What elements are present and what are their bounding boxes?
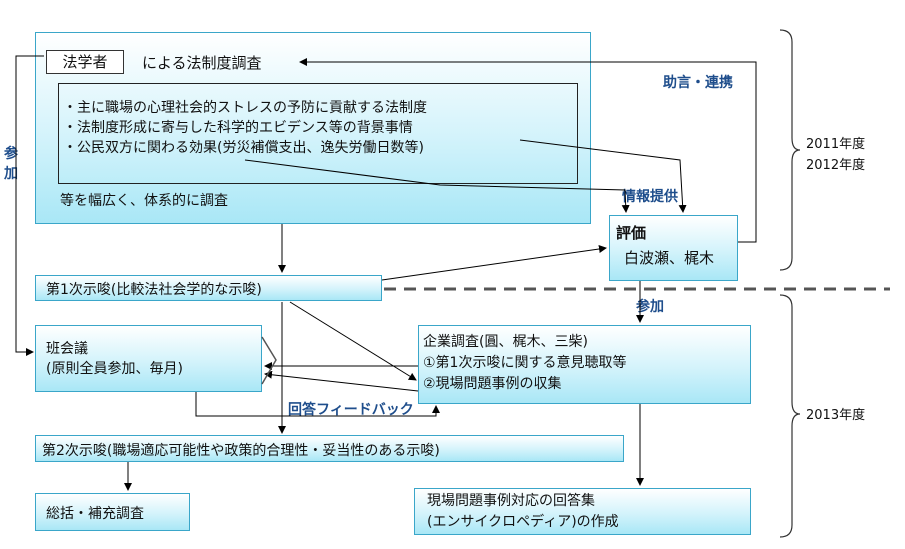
summary-box: 総括・補充調査 xyxy=(35,493,190,531)
feedback-arrow xyxy=(195,392,440,417)
participate-left-label: 参加 xyxy=(4,146,18,182)
group-meeting-line2: (原則全員参加、毎月) xyxy=(46,361,183,377)
evaluation-box: 評価 白波瀬、梶木 xyxy=(609,215,738,281)
company-survey-line2: ①第1次示唆に関する意見聴取等 xyxy=(423,355,627,371)
brace-2011-2012 xyxy=(779,29,801,271)
second-suggestion-text: 第2次示唆(職場適応可能性や政策的合理性・妥当性のある示唆) xyxy=(42,443,440,459)
company-to-meeting-2 xyxy=(264,370,419,392)
company-survey-box: 企業調査(圓、梶木、三柴) ①第1次示唆に関する意見聴取等 ②現場問題事例の収集 xyxy=(418,325,751,404)
summary-text: 総括・補充調査 xyxy=(46,506,144,522)
answer-collection-box: 現場問題事例対応の回答集 (エンサイクロペディア)の作成 xyxy=(414,488,751,535)
company-survey-line3: ②現場問題事例の収集 xyxy=(423,376,562,392)
participate-left-arrow xyxy=(15,55,44,356)
advice-label: 助言・連携 xyxy=(663,75,733,91)
info-arrow-2 xyxy=(244,159,630,213)
law-scholar-tag: 法学者 xyxy=(46,50,124,74)
bullet-1: ・主に職場の心理社会的ストレスの予防に貢献する法制度 xyxy=(63,100,427,116)
meeting-chevron xyxy=(261,336,277,385)
research-box xyxy=(35,32,591,224)
answer-collection-line1: 現場問題事例対応の回答集 xyxy=(427,493,595,509)
group-meeting-line1: 班会議 xyxy=(46,341,88,357)
participate-right-label: 参加 xyxy=(636,299,664,315)
year-2012: 2012年度 xyxy=(806,158,866,173)
year-2011: 2011年度 xyxy=(806,137,866,152)
research-bullets: ・主に職場の心理社会的ストレスの予防に貢献する法制度 ・法制度形成に寄与した科学… xyxy=(58,83,578,184)
first-to-company xyxy=(289,301,417,381)
advice-arrow xyxy=(299,58,757,243)
first-to-evaluation xyxy=(381,245,607,281)
research-footer: 等を幅広く、体系的に調査 xyxy=(60,193,228,209)
research-title: による法制度調査 xyxy=(142,52,262,73)
brace-2013 xyxy=(779,294,801,538)
second-suggestion-box: 第2次示唆(職場適応可能性や政策的合理性・妥当性のある示唆) xyxy=(35,435,624,462)
company-survey-line1: 企業調査(圓、梶木、三柴) xyxy=(423,334,588,350)
year-2013: 2013年度 xyxy=(806,408,866,423)
bullet-3: ・公民双方に関わる効果(労災補償支出、逸失労働日数等) xyxy=(63,140,424,156)
first-suggestion-box: 第1次示唆(比較法社会学的な示唆) xyxy=(35,275,382,301)
evaluation-names: 白波瀬、梶木 xyxy=(624,249,715,267)
evaluation-label: 評価 xyxy=(616,224,647,242)
law-scholar-text: 法学者 xyxy=(62,53,108,71)
feedback-label: 回答フィードバック xyxy=(288,402,414,418)
first-suggestion-text: 第1次示唆(比較法社会学的な示唆) xyxy=(46,282,262,298)
answer-collection-line2: (エンサイクロペディア)の作成 xyxy=(427,514,619,530)
bullet-2: ・法制度形成に寄与した科学的エビデンス等の背景事情 xyxy=(63,120,413,136)
info-label: 情報提供 xyxy=(622,189,678,205)
info-arrow-1 xyxy=(519,139,687,213)
group-meeting-box: 班会議 (原則全員参加、毎月) xyxy=(35,325,262,392)
research-title-text: による法制度調査 xyxy=(142,54,262,72)
